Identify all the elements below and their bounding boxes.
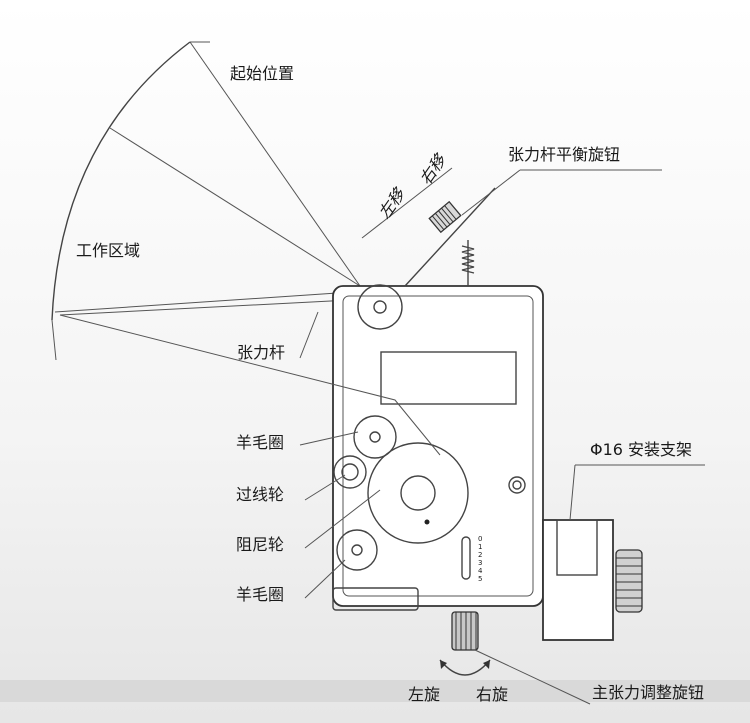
bracket-label: Φ16 安装支架 — [590, 440, 692, 459]
tension-rod-leader — [299, 311, 319, 359]
felt-ring-top-hub — [369, 431, 381, 443]
shift-right-label: 右移 — [416, 150, 451, 189]
main-tension-knob-icon[interactable] — [451, 611, 479, 651]
scale-mark-3: 3 — [478, 559, 482, 567]
rod-position-2 — [109, 127, 361, 287]
scale-slot — [461, 536, 471, 580]
scale-mark-2: 2 — [478, 551, 482, 559]
felt-top-leader — [299, 431, 359, 446]
felt-ring-bottom-label: 羊毛圈 — [236, 585, 284, 604]
balance-spring — [461, 245, 475, 274]
rod-position-1 — [189, 41, 361, 287]
start-position-label: 起始位置 — [230, 64, 294, 83]
main-knob-leader — [474, 649, 591, 705]
rotate-right-arrow-icon — [483, 660, 490, 669]
device-inner-frame — [342, 295, 534, 597]
shift-guide-line — [361, 167, 453, 239]
main-knob-label: 主张力调整旋钮 — [592, 683, 704, 702]
shift-left-label: 左移 — [375, 184, 410, 223]
work-area-label: 工作区域 — [76, 241, 140, 260]
turn-left-label: 左旋 — [408, 685, 440, 704]
ground-band — [0, 680, 750, 702]
felt-ring-top — [353, 415, 397, 459]
scale-mark-1: 1 — [478, 543, 482, 551]
scale-mark-4: 4 — [478, 567, 483, 575]
rod-position-3 — [54, 291, 353, 313]
scale-mark-0: 0 — [478, 535, 482, 543]
felt-ring-bottom — [336, 529, 378, 571]
top-pulley-hub — [373, 300, 387, 314]
bracket-leader — [569, 464, 576, 521]
damping-leader — [304, 489, 381, 549]
felt-ring-top-label: 羊毛圈 — [236, 433, 284, 452]
damping-wheel — [367, 442, 469, 544]
top-pulley — [357, 284, 403, 330]
damping-wheel-dot — [424, 519, 430, 525]
turn-right-label: 右旋 — [476, 685, 508, 704]
balance-knob-icon[interactable] — [428, 200, 462, 234]
felt-ring-bottom-hub — [351, 544, 363, 556]
work-area-arc — [51, 41, 191, 321]
rod-position-4 — [59, 299, 351, 316]
arc-tail — [51, 319, 57, 361]
felt-bottom-leader — [304, 559, 346, 599]
side-screw-inner — [512, 480, 522, 490]
rotation-arc — [439, 659, 491, 676]
tension-rod-label: 张力杆 — [237, 343, 285, 362]
guide-wheel-label: 过线轮 — [236, 485, 284, 504]
scale-marks: 0 1 2 3 4 5 — [478, 535, 483, 583]
bracket-clamp — [556, 519, 598, 576]
guide-wheel-inner — [341, 463, 359, 481]
rotate-left-arrow-icon — [440, 660, 447, 669]
scale-mark-5: 5 — [478, 575, 482, 583]
balance-knob-label: 张力杆平衡旋钮 — [508, 145, 620, 164]
display-window — [380, 351, 517, 405]
thread-path — [59, 314, 441, 456]
mount-bracket — [542, 519, 614, 641]
bottom-slot — [332, 587, 419, 611]
guide-wheel — [333, 455, 367, 489]
side-screw — [508, 476, 526, 494]
balance-rod — [404, 187, 496, 287]
bracket-knob-icon[interactable] — [615, 549, 643, 613]
guide-wheel-leader — [304, 474, 346, 501]
damping-wheel-label: 阻尼轮 — [236, 535, 284, 554]
device-body — [332, 285, 544, 607]
balance-knob-leader — [461, 169, 521, 216]
damping-wheel-hub — [400, 475, 436, 511]
